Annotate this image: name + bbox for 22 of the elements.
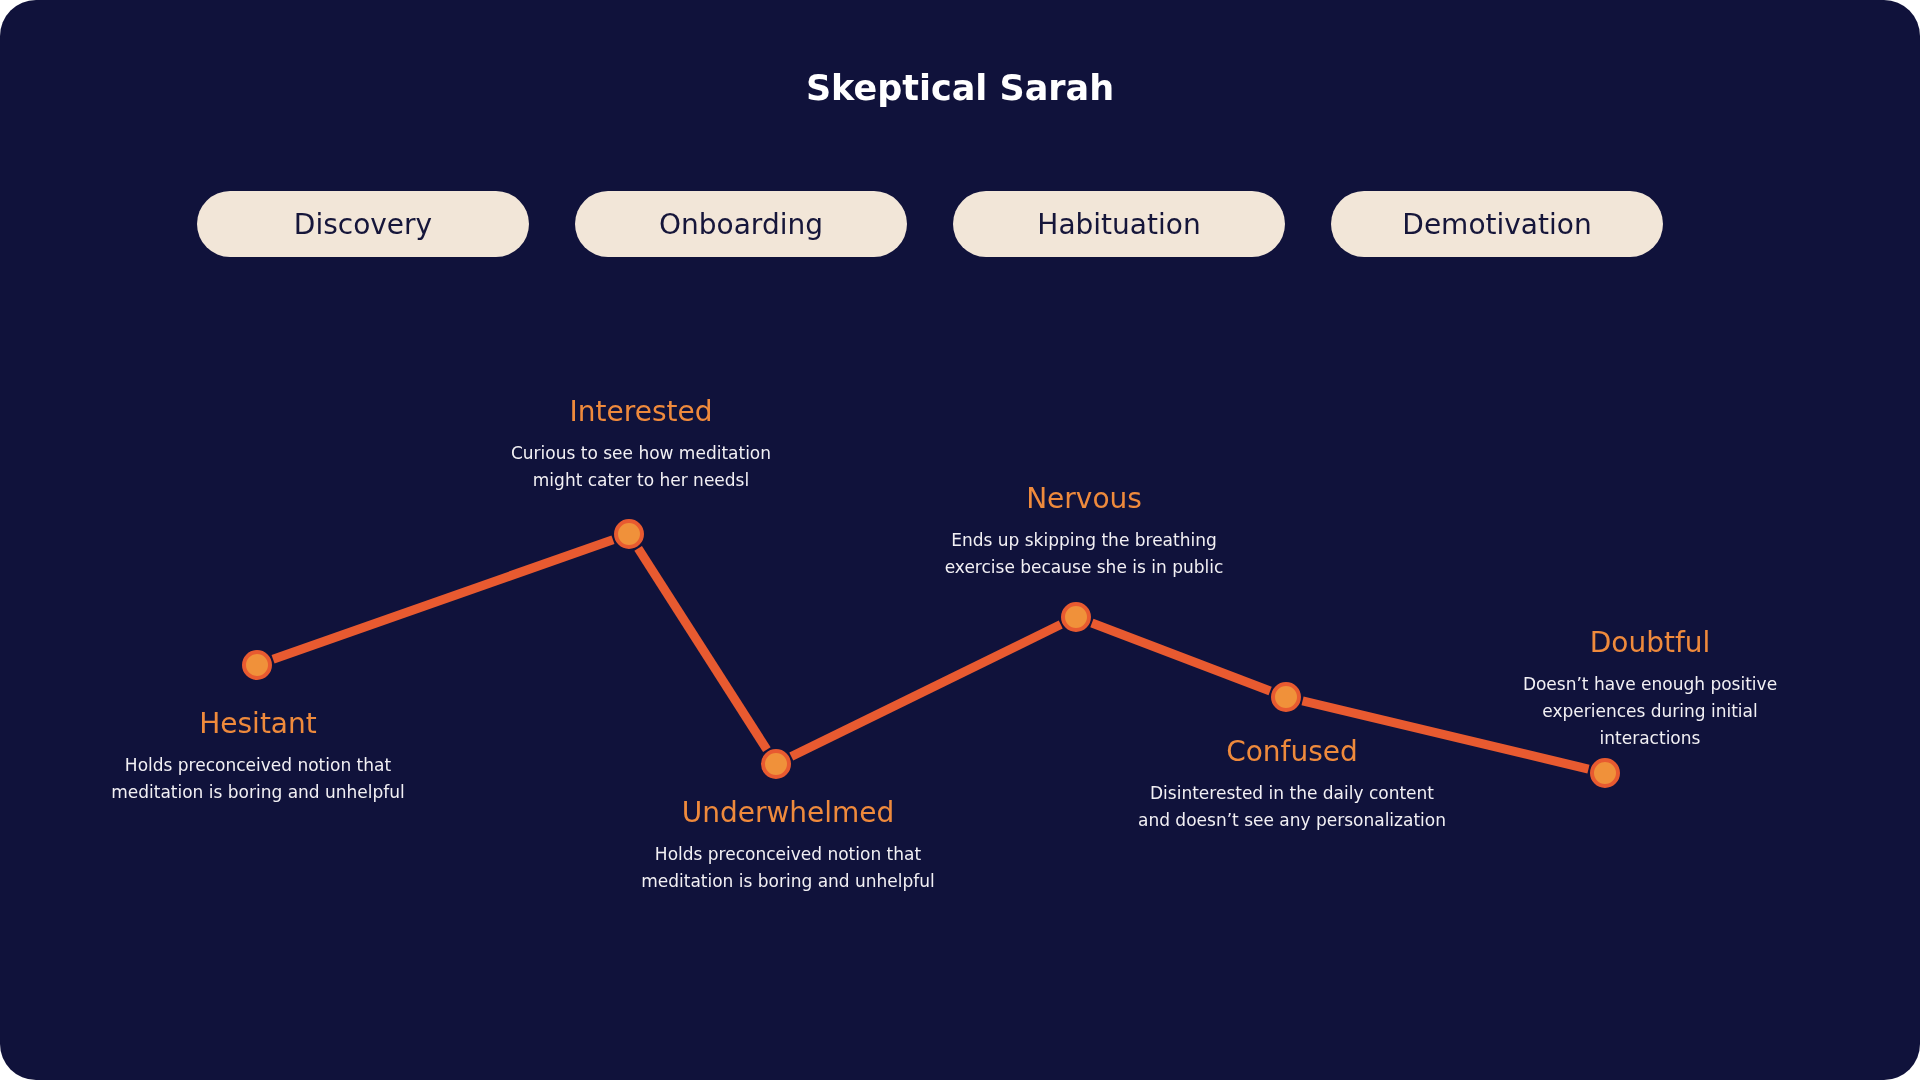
stage-pill: Discovery xyxy=(197,191,529,257)
emotion-description: Ends up skipping the breathing exercise because she is in public xyxy=(943,529,1225,579)
diagram-title: Skeptical Sarah xyxy=(804,68,1116,108)
emotion-heading: Doubtful xyxy=(1589,626,1711,659)
emotion-heading: Nervous xyxy=(1026,482,1142,515)
emotion-heading: Hesitant xyxy=(199,707,317,740)
stage-pill: Habituation xyxy=(953,191,1285,257)
journey-line xyxy=(1090,618,1272,696)
journey-line xyxy=(789,620,1063,761)
emotion-description: Holds preconceived notion that meditation is boring and unhelpful xyxy=(110,754,406,804)
emotion-description: Disinterested in the daily content and doesn’t see any personalization xyxy=(1137,782,1447,832)
emotion-description: Doesn’t have enough positive experiences during initial interactions xyxy=(1521,673,1779,750)
emotion-heading: Underwhelmed xyxy=(681,796,895,829)
stage-pill: Onboarding xyxy=(575,191,907,257)
stage-pill: Demotivation xyxy=(1331,191,1663,257)
emotion-heading: Interested xyxy=(569,395,713,428)
journey-line xyxy=(634,545,771,753)
journey-line xyxy=(271,535,615,664)
journey-line xyxy=(1301,696,1590,774)
emotion-description: Holds preconceived notion that meditation is boring and unhelpful xyxy=(640,843,936,893)
emotion-heading: Confused xyxy=(1226,735,1358,768)
emotion-description: Curious to see how meditation might cater to her needsl xyxy=(509,442,773,492)
